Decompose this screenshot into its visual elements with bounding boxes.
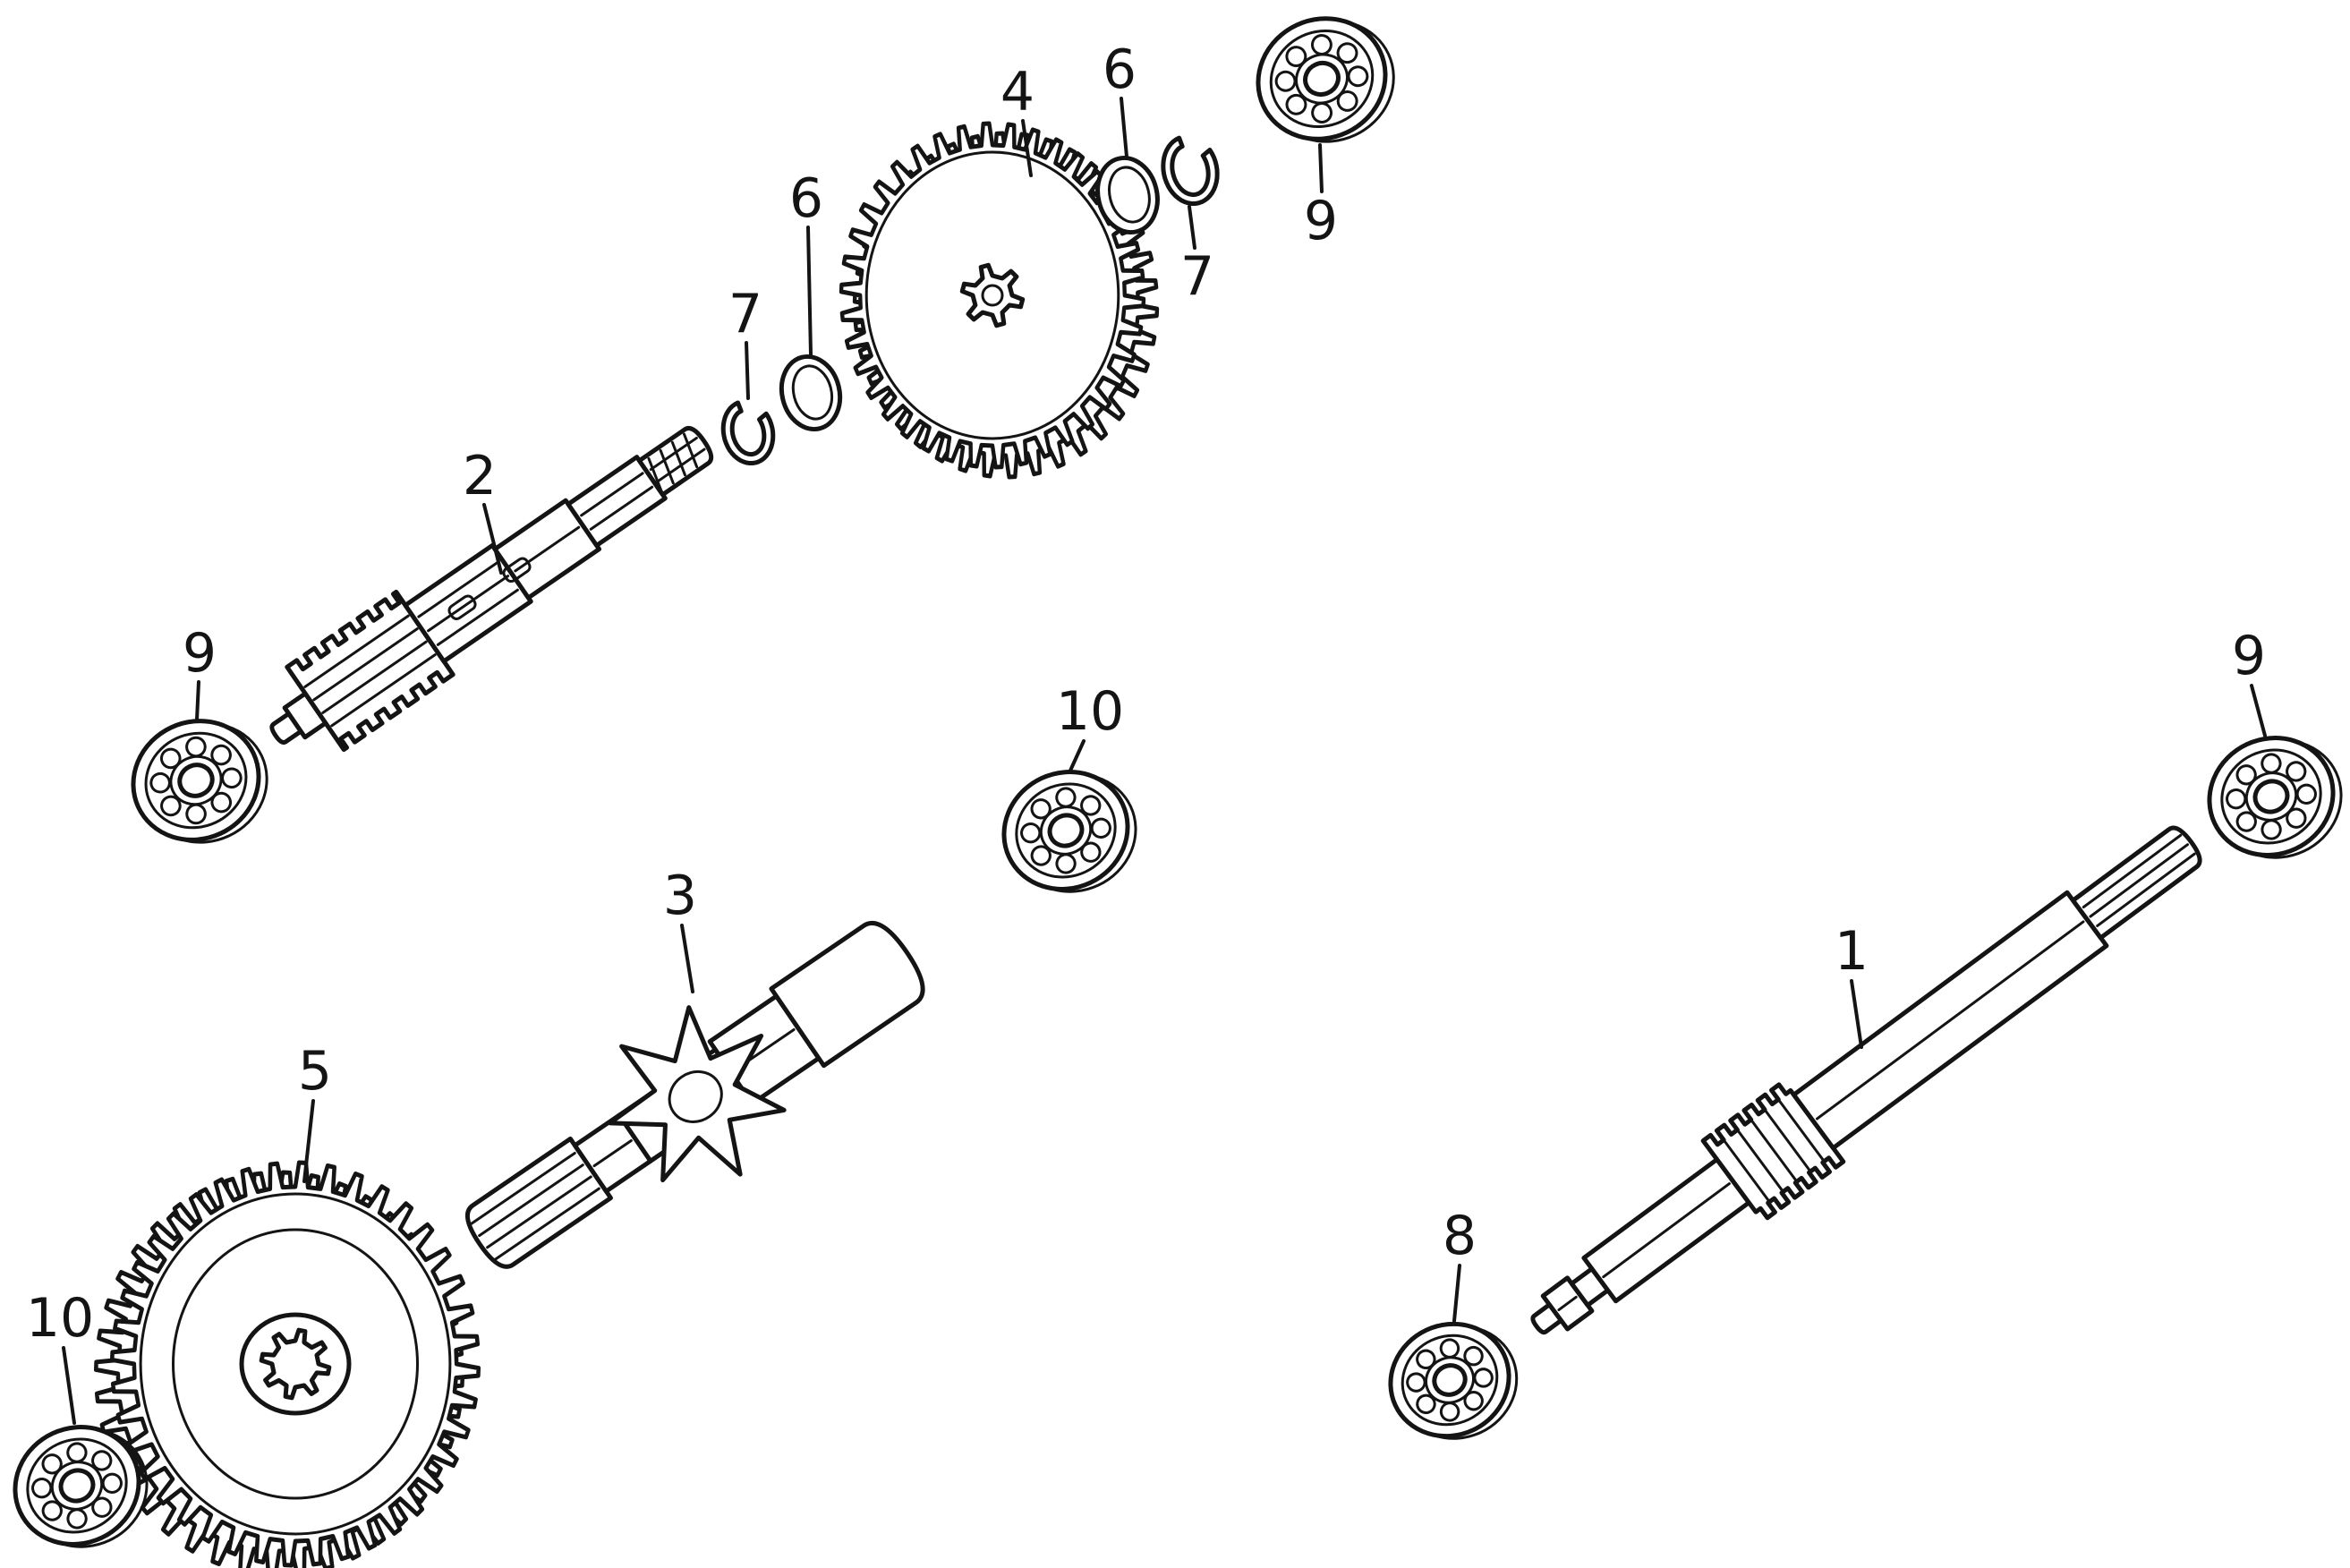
callout-label-2: 2 xyxy=(463,445,497,507)
callout-leader-10-mid xyxy=(1069,739,1086,772)
part-bearing-10-middle xyxy=(1001,770,1137,893)
callout-leader-9-right xyxy=(2250,684,2267,737)
callout-labels: 4 6 9 7 6 7 2 9 10 3 5 10 1 9 8 xyxy=(26,38,2266,1350)
callout-leader-8 xyxy=(1452,1264,1461,1323)
part-shaft-3 xyxy=(464,920,925,1269)
callout-label-1: 1 xyxy=(1835,920,1869,983)
callout-leader-5 xyxy=(302,1099,315,1183)
callout-label-3: 3 xyxy=(663,865,697,927)
callout-leader-7-top xyxy=(1188,205,1196,250)
callout-label-7-top: 7 xyxy=(1180,245,1214,308)
callout-label-4: 4 xyxy=(1000,61,1035,124)
part-snap-ring-7-top xyxy=(1161,135,1220,206)
callout-label-8: 8 xyxy=(1443,1205,1477,1267)
part-shaft-1 xyxy=(1530,825,2202,1335)
callout-leader-4 xyxy=(1021,119,1033,177)
callout-label-9-left: 9 xyxy=(183,622,217,685)
callout-label-6-left: 6 xyxy=(789,167,823,230)
part-bearing-10-bottom-left xyxy=(13,1425,149,1548)
part-bearing-9-left xyxy=(131,719,268,844)
callout-leader-9-left xyxy=(195,680,200,721)
part-bearing-9-right xyxy=(2207,736,2343,859)
callout-label-10-mid: 10 xyxy=(1056,680,1124,743)
part-washer-6-left xyxy=(779,354,843,432)
callout-label-9-top: 9 xyxy=(1304,190,1338,252)
callout-leaders xyxy=(62,97,2267,1425)
part-bearing-9-top xyxy=(1256,16,1395,143)
callout-leader-10-bl xyxy=(62,1346,76,1425)
part-bearing-8 xyxy=(1388,1321,1519,1440)
part-gear-4 xyxy=(839,121,1160,480)
callout-label-7-left: 7 xyxy=(728,283,762,345)
callout-label-10-bl: 10 xyxy=(26,1287,94,1350)
part-snap-ring-7-left xyxy=(720,400,776,466)
callout-leader-6-top xyxy=(1120,97,1128,158)
part-gear-5 xyxy=(93,1160,481,1568)
part-shaft-2 xyxy=(269,425,714,753)
callout-leader-1 xyxy=(1850,979,1863,1049)
callout-leader-9-top xyxy=(1318,143,1324,193)
part-washer-6-top xyxy=(1095,155,1160,235)
callout-leader-7-left xyxy=(745,341,750,400)
callout-leader-3 xyxy=(680,924,694,993)
callout-label-5: 5 xyxy=(298,1040,332,1103)
callout-label-9-right: 9 xyxy=(2232,625,2266,687)
callout-leader-2 xyxy=(482,503,503,575)
callout-label-6-top: 6 xyxy=(1103,38,1137,101)
callout-leader-6-left xyxy=(806,226,813,356)
